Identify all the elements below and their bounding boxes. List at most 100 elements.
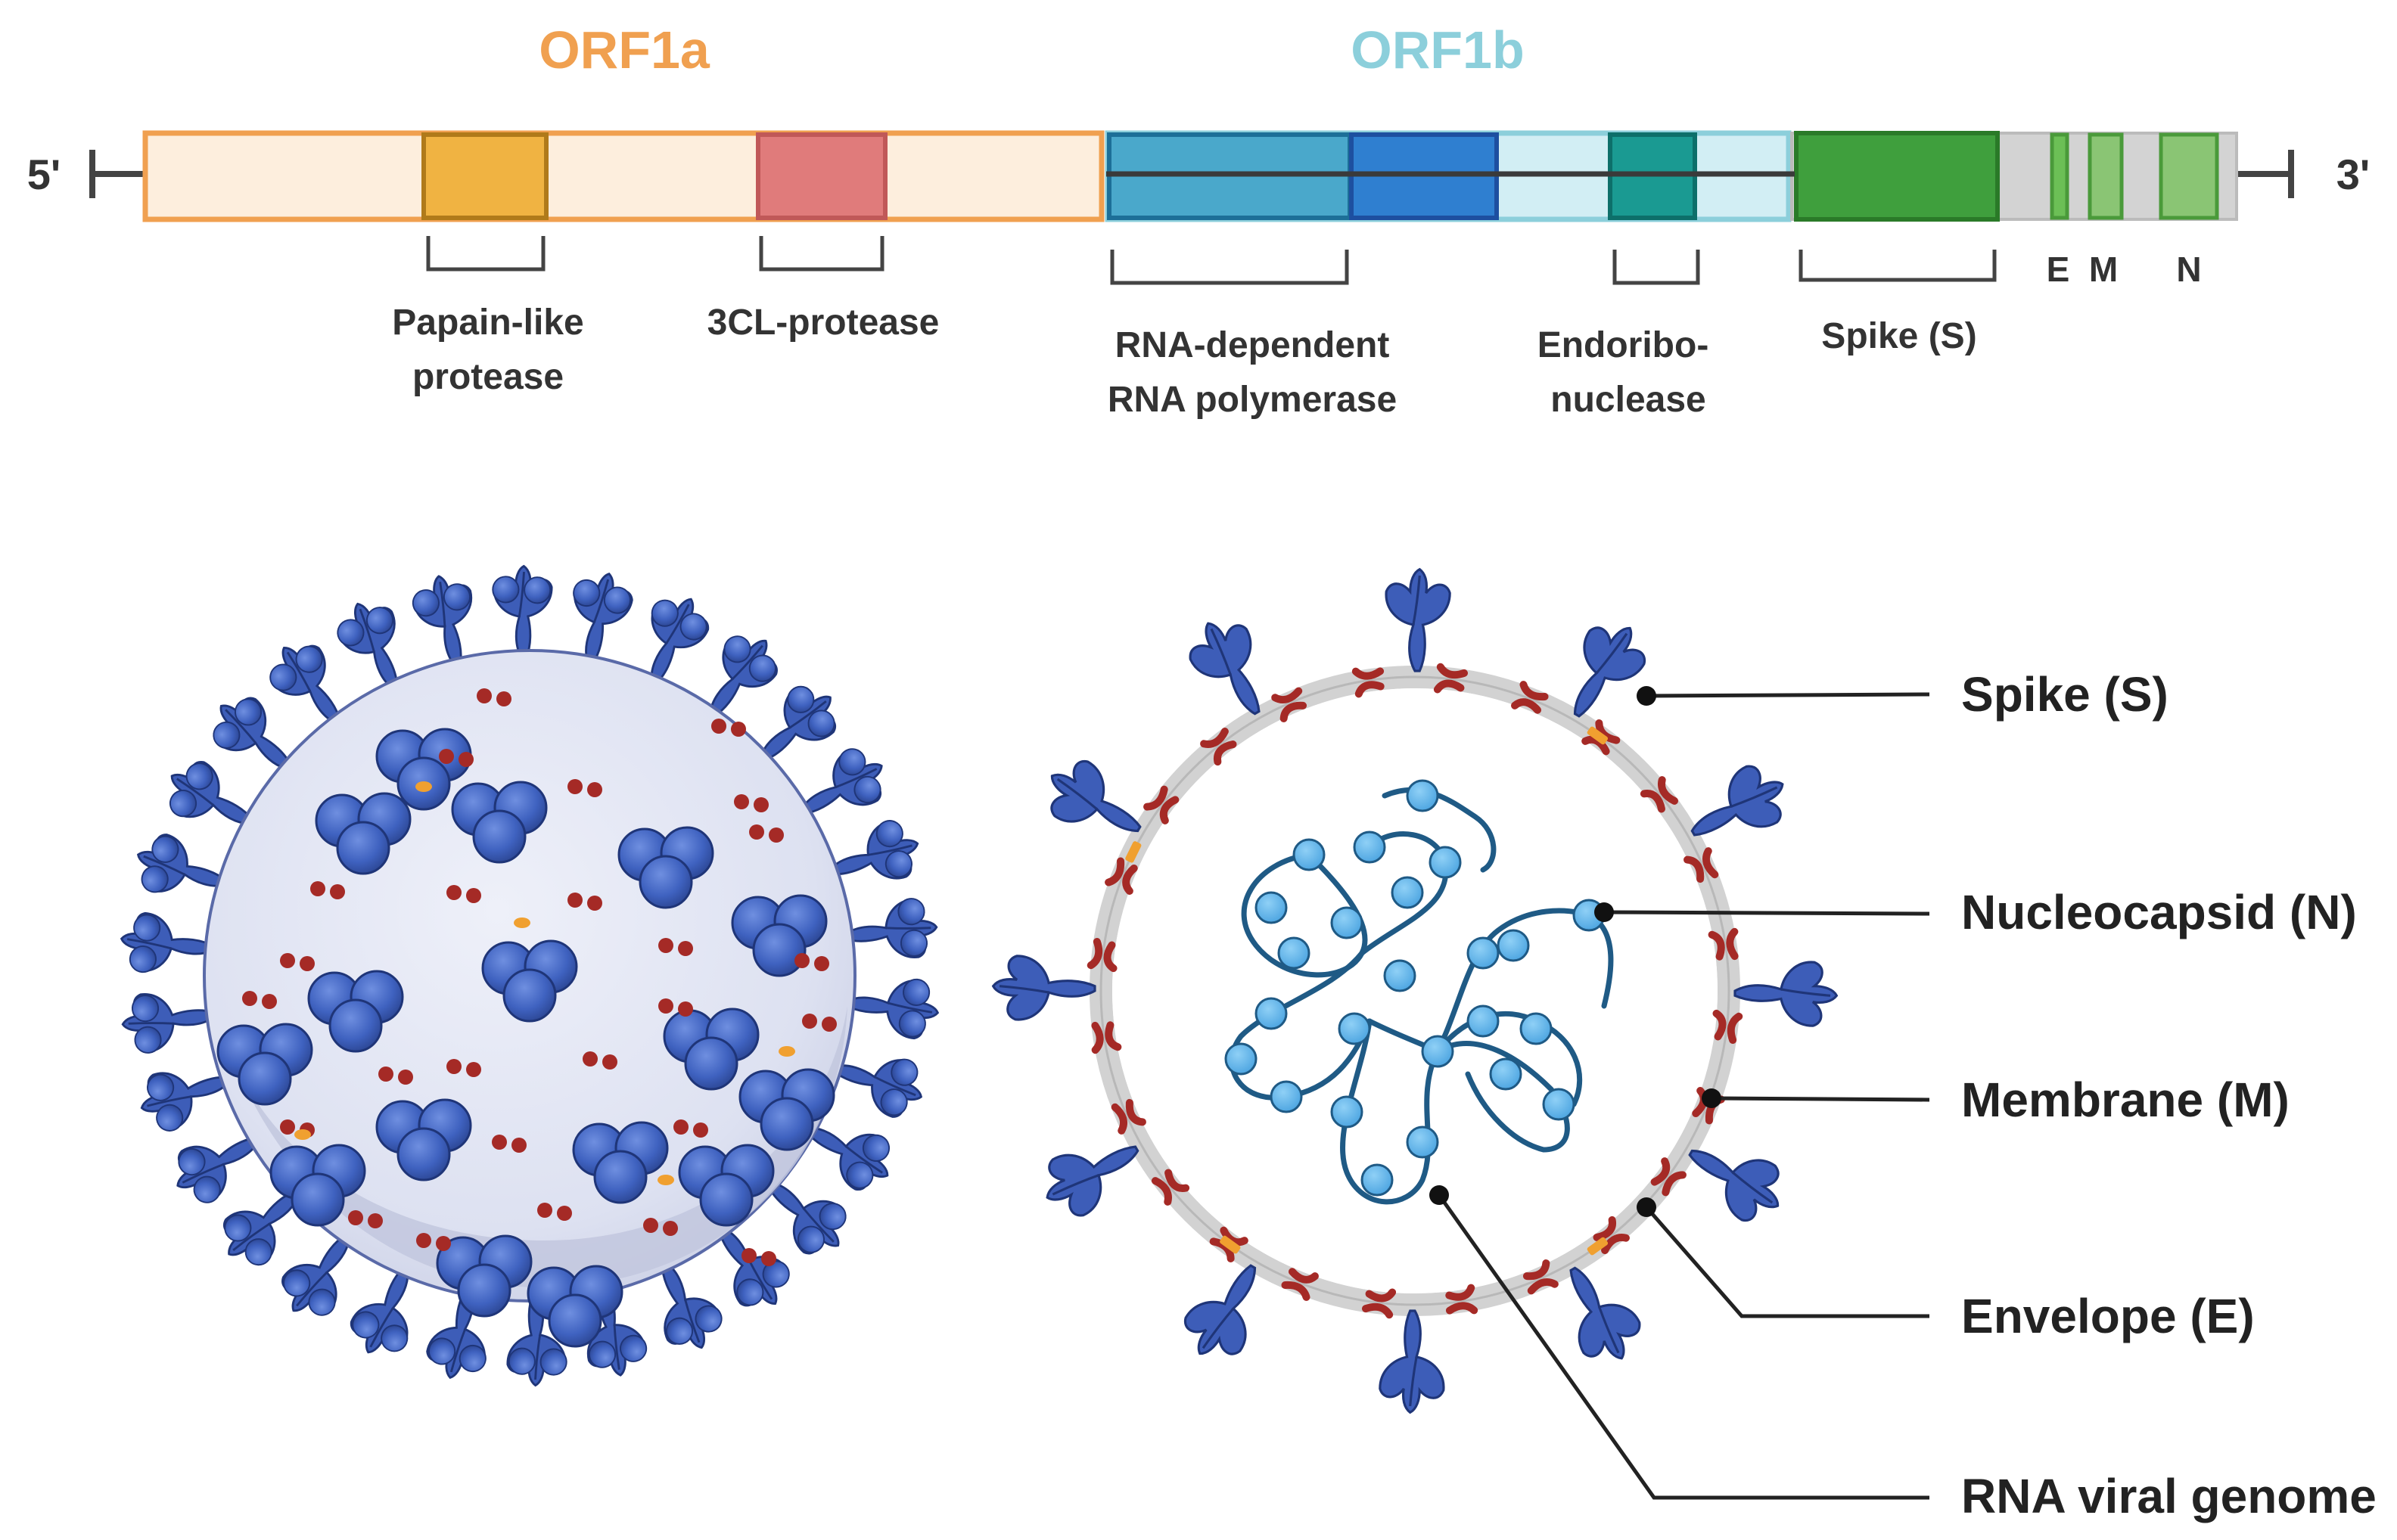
m-protein-icon	[1433, 663, 1469, 694]
surface-spikes	[117, 564, 942, 1387]
rdrp-label-line2: RNA polymerase	[1108, 380, 1397, 420]
nucleocapsid-bead	[1254, 891, 1288, 924]
spike-icon	[842, 973, 942, 1042]
nucleocapsid-bead	[1330, 1095, 1363, 1129]
membrane-protein-dot	[466, 888, 481, 903]
m-protein-icon	[1593, 1216, 1630, 1255]
m-protein-icon	[1271, 687, 1307, 722]
spike-icon	[792, 1104, 903, 1201]
spike-trimer-icon	[451, 781, 548, 864]
m-protein-icon	[1708, 927, 1739, 961]
membrane-m-proteins	[1087, 663, 1743, 1319]
m-protein-icon	[1105, 857, 1138, 895]
spike-trimer-icon	[481, 939, 578, 1023]
spike-icon	[156, 750, 267, 848]
e-gene-label: E	[2047, 250, 2070, 289]
m-protein-icon	[1151, 1169, 1190, 1206]
m-protein-icon	[1445, 1284, 1478, 1315]
envelope-leader	[1645, 1206, 1929, 1318]
spike-callout-label: Spike (S)	[1961, 667, 2168, 722]
rna-strand	[1241, 852, 1368, 978]
spike-icon	[1733, 961, 1838, 1027]
orf1a-label: ORF1a	[539, 20, 710, 79]
envelope-protein-dot	[294, 1129, 311, 1140]
membrane-protein-dot	[673, 1119, 689, 1135]
membrane-protein-dot	[567, 893, 583, 908]
callouts: Spike (S) Nucleocapsid (N) Membrane (M) …	[1429, 667, 2377, 1523]
endo-label-line2: nuclease	[1550, 380, 1705, 420]
particle-shadow	[227, 1006, 847, 1288]
membrane-callout-label: Membrane (M)	[1961, 1073, 2290, 1127]
m-protein-icon	[1111, 1098, 1146, 1135]
e-protein-icon	[1125, 841, 1142, 863]
membrane-pointer	[1702, 1088, 1721, 1108]
spike-trimer-icon	[663, 1008, 760, 1091]
membrane-protein-dot	[602, 1054, 617, 1070]
membrane-protein-dot	[587, 896, 602, 911]
membrane-protein-dot	[731, 722, 746, 737]
membrane-protein-dot	[587, 782, 602, 797]
membrane-protein-dot	[300, 956, 315, 971]
spike-icon	[505, 1291, 567, 1387]
m-protein-icon	[1209, 1226, 1248, 1262]
membrane-protein-dot	[822, 1017, 837, 1032]
nucleocapsid-bead	[1497, 929, 1530, 962]
nucleocapsid-bead	[1489, 1057, 1522, 1091]
membrane-protein-dot	[711, 719, 726, 734]
spike-trimer-icon	[617, 826, 714, 909]
nucleocapsid-bead	[1224, 1042, 1258, 1076]
n-gene-label: N	[2176, 250, 2201, 289]
m-protein-icon	[1712, 1009, 1743, 1045]
spike-icon	[408, 569, 488, 674]
membrane-protein-dot	[242, 991, 257, 1006]
spike-trimer-icon	[572, 1121, 669, 1204]
membrane-protein-dot	[678, 941, 693, 956]
virion-3d	[117, 564, 942, 1387]
membrane-protein-dot	[557, 1206, 572, 1221]
membrane-protein-dot	[262, 994, 277, 1009]
m-protein-icon	[1351, 667, 1385, 698]
m-protein-icon	[1200, 727, 1237, 766]
nucleocapsid-bead	[1270, 1080, 1303, 1113]
membrane-proteins	[242, 688, 837, 1266]
3cl-protease-segment	[756, 132, 888, 220]
membrane-protein-dot	[769, 827, 784, 843]
spike-trimer-tops	[216, 728, 835, 1348]
papain-label-line2: protease	[412, 357, 564, 397]
membrane-protein-dot	[794, 953, 810, 968]
spike-gene-segment	[1794, 131, 2000, 222]
membrane-protein-dot	[378, 1067, 393, 1082]
spike-icon	[786, 738, 897, 839]
spike-trimer-icon	[731, 894, 828, 977]
membrane-protein-dot	[663, 1221, 678, 1236]
m-protein-icon	[1281, 1268, 1319, 1301]
spike-icon	[117, 910, 217, 978]
membrane-protein-dot	[734, 794, 749, 809]
spike-icon	[819, 814, 928, 902]
membrane-protein-dot	[583, 1051, 598, 1067]
five-prime-label: 5'	[27, 151, 61, 198]
nucleocapsid-bead	[1421, 1035, 1454, 1068]
membrane-protein-dot	[678, 1001, 693, 1017]
spike-trimer-icon	[738, 1068, 835, 1151]
rdrp-bracket	[1110, 250, 1349, 285]
m-protein-icon	[1581, 719, 1621, 756]
membrane-protein-dot	[658, 938, 673, 953]
m-protein-icon	[1511, 681, 1549, 714]
m-protein-icon	[1361, 1288, 1397, 1319]
nucleocapsid-bead	[1429, 846, 1462, 879]
spike-trimer-icon	[307, 970, 404, 1053]
m-protein-icon	[1650, 1157, 1687, 1197]
nucleocapsid-bead	[1330, 906, 1363, 939]
envelope-pointer	[1637, 1197, 1656, 1217]
nucleocapsid-bead	[1254, 997, 1288, 1030]
orf1a-segment	[142, 130, 1105, 222]
rna-strand	[1435, 1041, 1570, 1153]
spike-trimer-icon	[216, 1023, 313, 1106]
nucleocapsid-bead	[1277, 936, 1310, 970]
spike-icon	[269, 1218, 372, 1329]
n-gene-segment	[2159, 132, 2219, 220]
spike-icon	[626, 586, 718, 696]
envelope-protein-dot	[779, 1046, 795, 1057]
rna-strand	[1435, 908, 1614, 1054]
